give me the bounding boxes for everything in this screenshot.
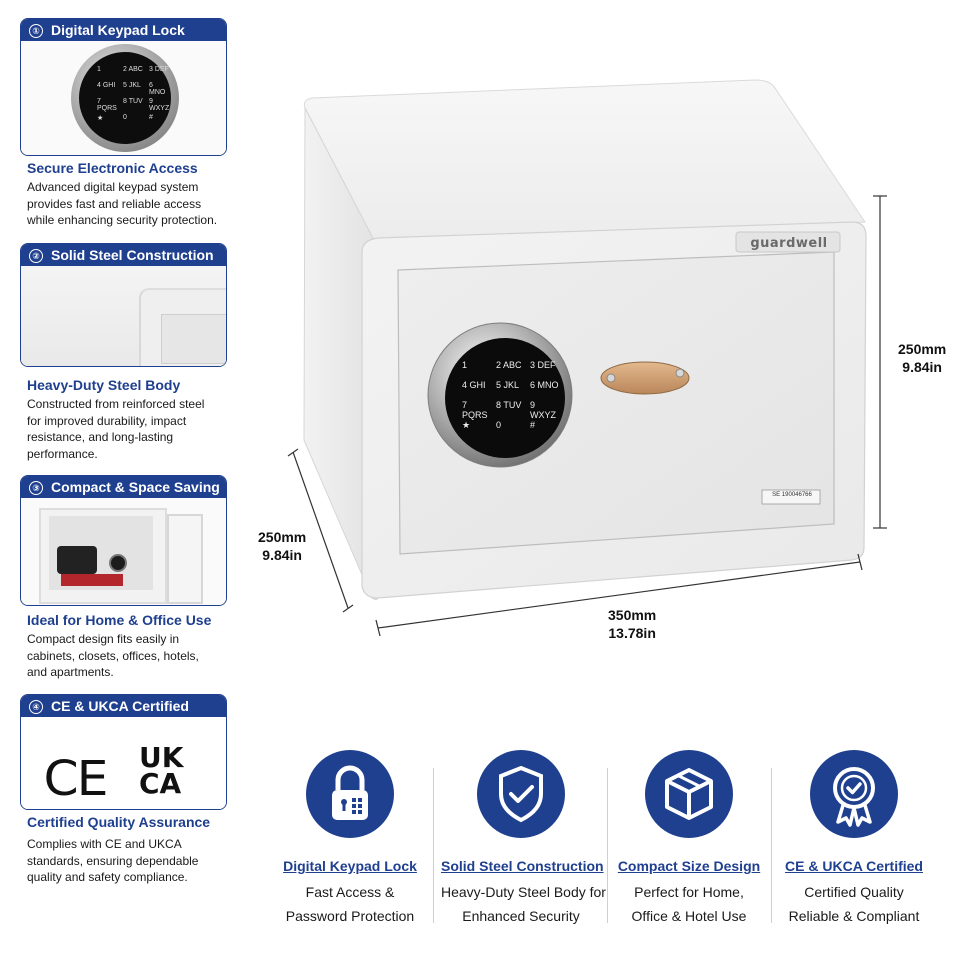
brand-logo: guardwell xyxy=(750,236,828,251)
feature-title: Ideal for Home & Office Use xyxy=(27,612,212,628)
divider xyxy=(433,768,434,923)
feature-header-label: Solid Steel Construction xyxy=(51,247,214,263)
open-safe-image xyxy=(21,498,226,605)
badge-title: Solid Steel Construction xyxy=(441,858,604,874)
feature-number: ④ xyxy=(29,700,43,714)
keypad-key-2[interactable]: 2 ABC xyxy=(496,360,522,370)
keypad: 1 2 ABC 3 DEF 4 GHI 5 JKL 6 MNO 7 PQRS 8… xyxy=(462,360,559,432)
keypad-key-8[interactable]: 8 TUV xyxy=(496,400,522,410)
badge-steel: Solid Steel Construction Heavy-Duty Stee… xyxy=(441,750,606,924)
steel-closeup-image xyxy=(21,266,226,366)
badge-line: Heavy-Duty Steel Body for xyxy=(441,884,606,900)
keypad-key-hash[interactable]: # xyxy=(530,420,536,430)
feature-number: ① xyxy=(29,24,43,38)
badge-title: Digital Keypad Lock xyxy=(283,858,417,874)
watch-icon xyxy=(109,554,127,572)
feature-card-header: ① Digital Keypad Lock xyxy=(21,19,226,41)
keypad-key-7[interactable]: 7 PQRS xyxy=(462,400,488,420)
feature-card-header: ③ Compact & Space Saving xyxy=(21,476,226,498)
badge-certified: CE & UKCA Certified Certified Quality Re… xyxy=(774,750,934,924)
lock-icon xyxy=(306,750,394,838)
certified-seal-icon xyxy=(810,750,898,838)
badge-line: Certified Quality xyxy=(804,884,904,900)
feature-title: Secure Electronic Access xyxy=(27,160,198,176)
box-icon xyxy=(645,750,733,838)
divider xyxy=(771,768,772,923)
badge-line: Enhanced Security xyxy=(462,908,580,924)
camera-icon xyxy=(57,546,97,574)
keypad-key-1[interactable]: 1 xyxy=(462,360,468,370)
keypad-key-9[interactable]: 9 WXYZ xyxy=(530,400,556,420)
badge-title: Compact Size Design xyxy=(617,858,761,874)
keypad-key-star[interactable]: ★ xyxy=(462,420,471,430)
keypad-key-4[interactable]: 4 GHI xyxy=(462,380,486,390)
keypad-key-3[interactable]: 3 DEF xyxy=(530,360,556,370)
keypad-key-6[interactable]: 6 MNO xyxy=(530,380,559,390)
keypad-key-5[interactable]: 5 JKL xyxy=(496,380,520,390)
serial-number: SE 190046766 xyxy=(772,492,812,498)
feature-header-label: CE & UKCA Certified xyxy=(51,698,189,714)
keypad-key-0[interactable]: 0 xyxy=(496,420,502,430)
badge-line: Reliable & Compliant xyxy=(788,908,920,924)
badge-title: CE & UKCA Certified xyxy=(785,858,923,874)
feature-number: ② xyxy=(29,249,43,263)
feature-card-header: ② Solid Steel Construction xyxy=(21,244,226,266)
feature-card-header: ④ CE & UKCA Certified xyxy=(21,695,226,717)
badge-keypad: Digital Keypad Lock Fast Access & Passwo… xyxy=(270,750,430,924)
feature-card-compact: ③ Compact & Space Saving xyxy=(20,475,227,606)
feature-number: ③ xyxy=(29,481,43,495)
feature-header-label: Digital Keypad Lock xyxy=(51,22,185,38)
badge-line: Fast Access & xyxy=(305,884,395,900)
badge-line: Office & Hotel Use xyxy=(631,908,747,924)
feature-header-label: Compact & Space Saving xyxy=(51,479,220,495)
badge-line: Perfect for Home, xyxy=(634,884,744,900)
divider xyxy=(607,768,608,923)
feature-title: Heavy-Duty Steel Body xyxy=(27,377,181,393)
feature-card-box: ③ Compact & Space Saving xyxy=(20,475,227,606)
feature-card-steel: ② Solid Steel Construction xyxy=(20,243,227,367)
shield-check-icon xyxy=(477,750,565,838)
ce-mark: CE xyxy=(43,751,109,807)
badge-compact: Compact Size Design Perfect for Home, Of… xyxy=(609,750,769,924)
feature-card-box: ② Solid Steel Construction xyxy=(20,243,227,367)
badge-line: Password Protection xyxy=(285,908,415,924)
feature-title: Certified Quality Assurance xyxy=(27,814,211,830)
